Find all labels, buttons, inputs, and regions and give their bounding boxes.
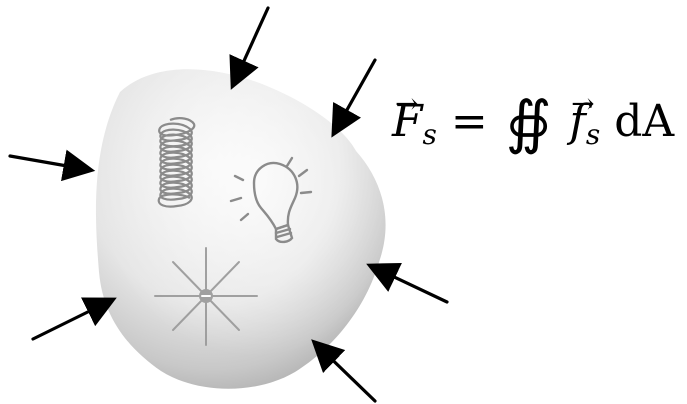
vector-arrow: → (571, 87, 595, 120)
integrand-subscript: s (585, 118, 601, 151)
force-subscript: s (422, 118, 437, 151)
closed-surface-integral-symbol: ∯ (505, 88, 552, 156)
force-arrow (366, 262, 449, 304)
light-bulb-icon (229, 156, 313, 244)
force-letter: F (392, 96, 423, 147)
spring-icon (157, 117, 196, 208)
body-shape (95, 69, 386, 389)
surface-force-symbol: → F (392, 82, 423, 162)
force-arrow (31, 297, 117, 341)
integrand-letter: f (569, 96, 586, 147)
force-arrow (8, 149, 96, 182)
integrand-symbol: → f (569, 82, 595, 162)
force-arrows (8, 6, 449, 403)
surface-force-equation: → F s = ∯ → f s dA (392, 82, 682, 162)
area-element: dA (614, 96, 675, 147)
force-arrow (311, 339, 377, 403)
vector-arrow: → (395, 87, 419, 120)
equals-sign: = (450, 96, 488, 147)
force-arrow (229, 6, 270, 90)
starburst-icon (154, 247, 258, 346)
force-arrow (331, 58, 377, 138)
